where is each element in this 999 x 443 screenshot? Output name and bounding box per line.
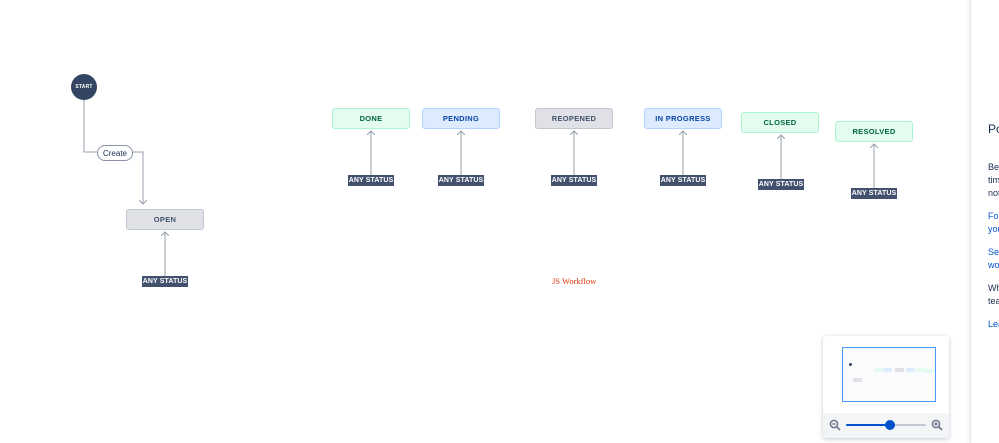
minimap-panel[interactable] bbox=[823, 336, 949, 438]
side-panel-link[interactable]: you bbox=[988, 224, 999, 234]
transition-lines bbox=[83, 100, 970, 276]
create-transition-line bbox=[83, 100, 97, 153]
side-panel-link[interactable]: Lea bbox=[988, 319, 999, 329]
minimap-viewport[interactable] bbox=[842, 347, 936, 402]
side-panel-link[interactable]: See bbox=[988, 247, 999, 257]
any-status-badge-done[interactable]: ANY STATUS bbox=[348, 175, 394, 186]
side-panel-heading: Po bbox=[988, 122, 999, 136]
any-status-badge-closed[interactable]: ANY STATUS bbox=[758, 179, 804, 190]
workflow-canvas[interactable]: START Create OPEN ANY STATUS DONE ANY ST… bbox=[0, 0, 970, 443]
minimap-node bbox=[874, 368, 883, 372]
side-panel-link[interactable]: wo bbox=[988, 260, 999, 270]
status-reopened[interactable]: REOPENED bbox=[535, 108, 613, 129]
side-panel-link[interactable]: Fol bbox=[988, 211, 999, 221]
status-in-progress[interactable]: IN PROGRESS bbox=[644, 108, 722, 129]
minimap-node bbox=[916, 368, 925, 372]
minimap-open-node bbox=[853, 378, 862, 382]
zoom-out-icon[interactable] bbox=[829, 419, 841, 431]
any-status-badge-open[interactable]: ANY STATUS bbox=[142, 276, 188, 287]
any-status-badge-in-progress[interactable]: ANY STATUS bbox=[660, 175, 706, 186]
status-pending[interactable]: PENDING bbox=[422, 108, 500, 129]
zoom-in-icon[interactable] bbox=[931, 419, 943, 431]
create-transition-arrow bbox=[131, 151, 143, 204]
side-panel-text: not bbox=[988, 188, 999, 198]
minimap-node bbox=[895, 368, 904, 372]
status-done[interactable]: DONE bbox=[332, 108, 410, 129]
start-node[interactable]: START bbox=[71, 74, 97, 100]
side-panel-text: Bef bbox=[988, 162, 999, 172]
minimap-node bbox=[906, 368, 915, 372]
status-open[interactable]: OPEN bbox=[126, 209, 204, 230]
minimap-node bbox=[925, 369, 934, 373]
any-status-badge-reopened[interactable]: ANY STATUS bbox=[551, 175, 597, 186]
any-status-badge-resolved[interactable]: ANY STATUS bbox=[851, 188, 897, 199]
side-panel-text: tea bbox=[988, 296, 999, 306]
any-status-badge-pending[interactable]: ANY STATUS bbox=[438, 175, 484, 186]
zoom-slider-handle[interactable] bbox=[885, 420, 895, 430]
status-closed[interactable]: CLOSED bbox=[741, 112, 819, 133]
side-panel: Po Bef tim not Fol you See wo Wh tea Lea bbox=[970, 0, 999, 443]
create-transition-button[interactable]: Create bbox=[97, 145, 133, 161]
side-panel-text: Wh bbox=[988, 283, 999, 293]
zoom-slider-fill bbox=[846, 424, 890, 426]
minimap-start-dot bbox=[849, 363, 852, 366]
side-panel-text: tim bbox=[988, 175, 999, 185]
watermark: JS Workflow bbox=[552, 276, 597, 286]
status-resolved[interactable]: RESOLVED bbox=[835, 121, 913, 142]
minimap-node bbox=[883, 368, 892, 372]
zoom-slider[interactable] bbox=[846, 420, 926, 430]
